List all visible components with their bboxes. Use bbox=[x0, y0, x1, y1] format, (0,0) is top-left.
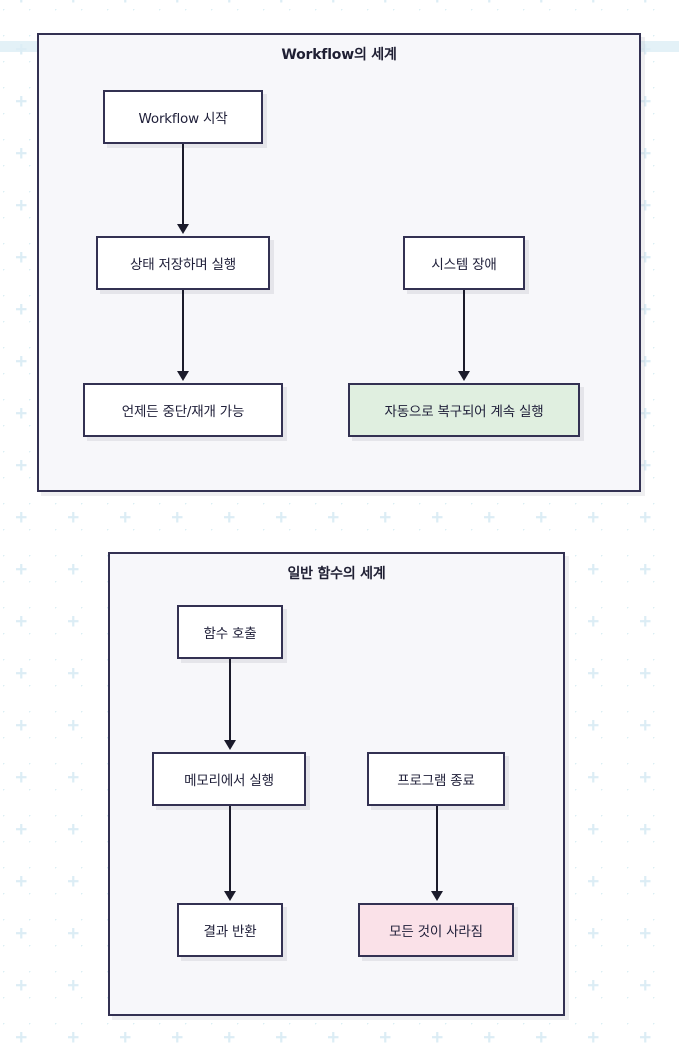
arrowhead-wf-run bbox=[176, 224, 189, 234]
node-label: 결과 반환 bbox=[203, 924, 257, 940]
node-label: 시스템 장애 bbox=[431, 257, 497, 273]
node-label: Workflow 시작 bbox=[138, 111, 228, 127]
node-fn-call[interactable]: 함수 호출 bbox=[177, 605, 283, 659]
node-wf-recover[interactable]: 자동으로 복구되어 계속 실행 bbox=[348, 383, 580, 437]
node-wf-run[interactable]: 상태 저장하며 실행 bbox=[96, 236, 270, 290]
node-label: 언제든 중단/재개 가능 bbox=[121, 404, 245, 420]
cluster-title-workflow-world: Workflow의 세계 bbox=[281, 47, 397, 63]
node-label: 상태 저장하며 실행 bbox=[130, 257, 236, 273]
edge-wf-start-to-wf-run bbox=[182, 144, 184, 226]
edge-fn-exit-to-fn-lost bbox=[436, 806, 438, 893]
node-label: 모든 것이 사라짐 bbox=[389, 924, 483, 940]
node-fn-memory[interactable]: 메모리에서 실행 bbox=[152, 752, 306, 806]
node-fn-exit[interactable]: 프로그램 종료 bbox=[367, 752, 505, 806]
arrowhead-wf-recover bbox=[457, 371, 470, 381]
arrowhead-wf-pause bbox=[176, 371, 189, 381]
node-label: 메모리에서 실행 bbox=[184, 773, 274, 789]
arrowhead-fn-memory bbox=[223, 740, 236, 750]
arrowhead-fn-lost bbox=[430, 891, 443, 901]
edge-fn-call-to-fn-memory bbox=[229, 659, 231, 742]
cluster-title-function-world: 일반 함수의 세계 bbox=[287, 566, 386, 582]
edge-fn-memory-to-fn-return bbox=[229, 806, 231, 893]
node-wf-pause[interactable]: 언제든 중단/재개 가능 bbox=[83, 383, 283, 437]
node-label: 자동으로 복구되어 계속 실행 bbox=[384, 404, 544, 420]
node-label: 함수 호출 bbox=[203, 626, 257, 642]
node-label: 프로그램 종료 bbox=[397, 773, 475, 789]
arrowhead-fn-return bbox=[223, 891, 236, 901]
edge-wf-run-to-wf-pause bbox=[182, 290, 184, 373]
node-wf-start[interactable]: Workflow 시작 bbox=[103, 90, 263, 144]
edge-wf-failure-to-wf-recover bbox=[463, 290, 465, 373]
node-wf-failure[interactable]: 시스템 장애 bbox=[403, 236, 525, 290]
node-fn-lost[interactable]: 모든 것이 사라짐 bbox=[358, 903, 514, 957]
node-fn-return[interactable]: 결과 반환 bbox=[177, 903, 283, 957]
